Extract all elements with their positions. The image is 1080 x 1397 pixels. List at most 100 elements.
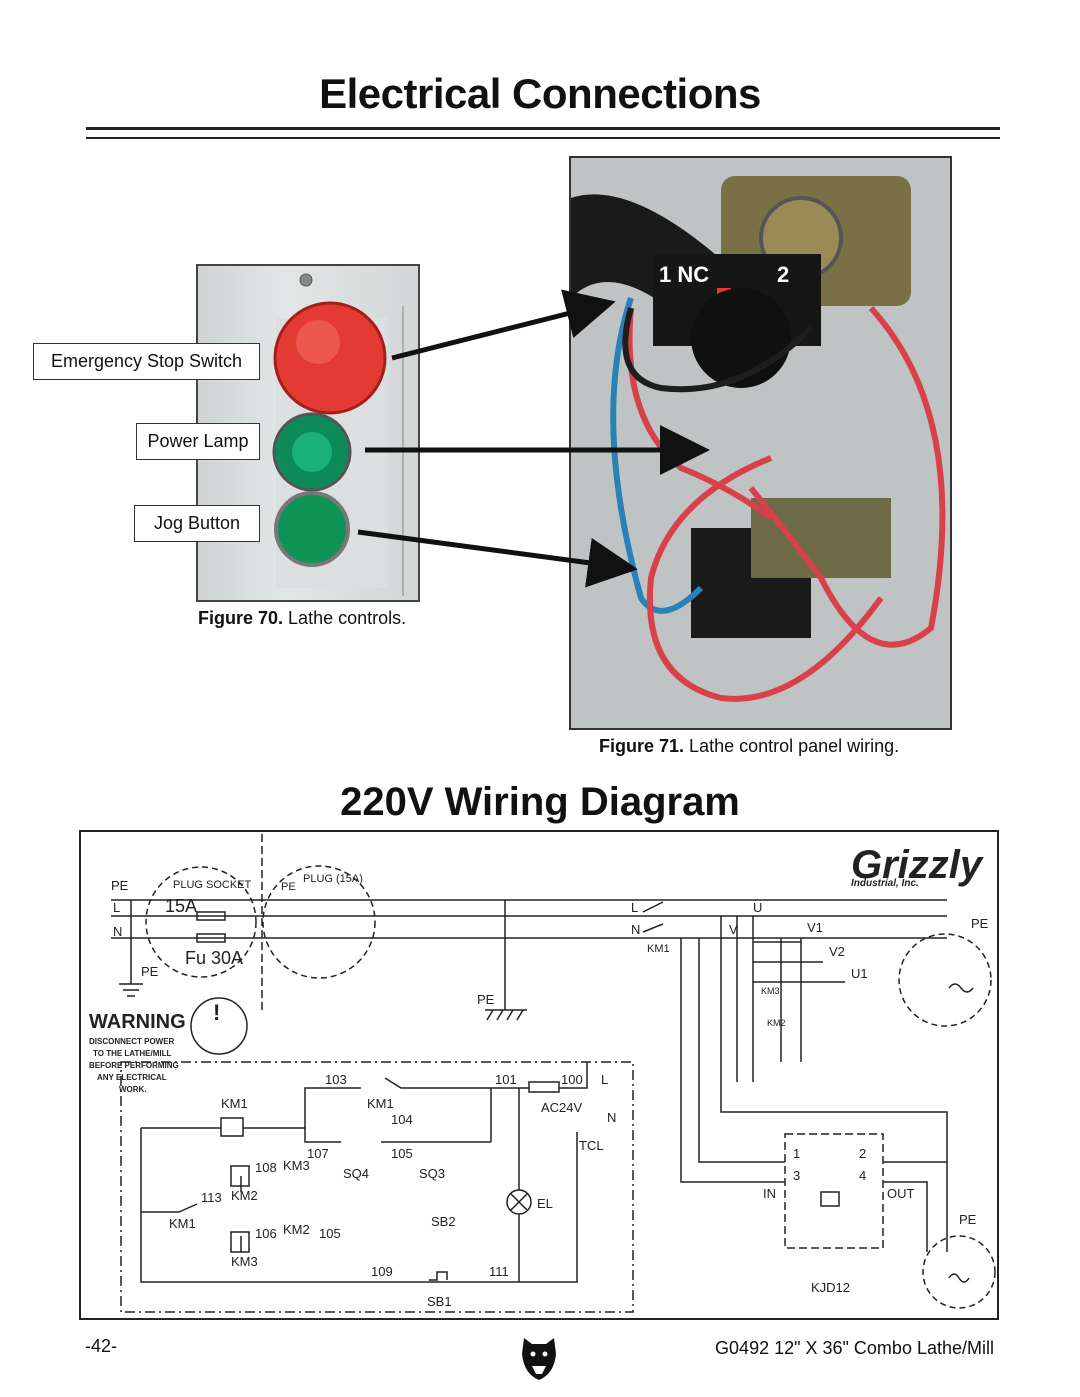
label-km2-nc: KM2 [231, 1188, 258, 1203]
warning-title: WARNING [89, 1011, 186, 1033]
label-v2: V2 [829, 944, 845, 959]
label-plug-15a: PLUG (15A) [303, 873, 363, 885]
label-pe-pump: PE [959, 1212, 977, 1227]
label-in: IN [763, 1186, 776, 1201]
label-n-tcl: N [607, 1110, 616, 1125]
label-km2-motor: KM2 [767, 1018, 786, 1028]
label-100: 100 [561, 1072, 583, 1087]
label-term-1: 1 [793, 1146, 800, 1161]
label-term-3: 3 [793, 1168, 800, 1183]
label-108: 108 [255, 1160, 277, 1175]
label-pe-ground: PE [141, 964, 159, 979]
screw-icon [299, 273, 313, 287]
label-111: 111 [489, 1264, 509, 1279]
label-u: U [753, 900, 762, 915]
pe-ground-mid [485, 900, 527, 1021]
fuse-control [528, 1081, 560, 1093]
figure71-caption: Figure 71. Lathe control panel wiring. [599, 736, 899, 757]
figure71-label: Figure 71. [599, 736, 685, 756]
label-v: V [729, 922, 738, 937]
label-tcl: TCL [579, 1138, 604, 1153]
label-104: 104 [391, 1112, 413, 1127]
callout-jog-button: Jog Button [134, 505, 260, 542]
title-rule-bottom [86, 137, 1000, 139]
warning-line-2: TO THE LATHE/MILL [93, 1049, 171, 1058]
kjd12-relay-coil [820, 1191, 840, 1207]
label-out: OUT [887, 1186, 915, 1201]
label-107: 107 [307, 1146, 329, 1161]
label-u1: U1 [851, 966, 868, 981]
svg-text:!: ! [213, 1000, 220, 1025]
label-km3-coil: KM3 [231, 1254, 258, 1269]
label-fuse-30a: Fu 30A [185, 948, 243, 968]
page-number: -42- [85, 1336, 118, 1356]
label-l-km1: L [631, 900, 638, 915]
label-term-2: 2 [859, 1146, 866, 1161]
page-title: Electrical Connections [319, 70, 761, 117]
label-109: 109 [371, 1264, 393, 1279]
label-km3-motor: KM3 [761, 986, 780, 996]
label-sq3: SQ3 [419, 1166, 445, 1181]
brand-logo: Grizzly [851, 843, 984, 887]
label-l-left: L [113, 900, 120, 915]
label-km1-aux: KM1 [367, 1096, 394, 1111]
brand-subtitle: Industrial, Inc. [851, 878, 919, 889]
label-n-km1: N [631, 922, 640, 937]
callout-emergency-stop: Emergency Stop Switch [33, 343, 260, 380]
label-sb2: SB2 [431, 1214, 456, 1229]
ground-symbol [119, 900, 143, 997]
coil-km2 [230, 1231, 250, 1253]
plug-socket-circle [145, 866, 257, 978]
figure71-photo: 1 NC 2 [569, 156, 952, 730]
model-footer: G0492 12" X 36" Combo Lathe/Mill [715, 1338, 994, 1358]
sb1-button [429, 1271, 448, 1281]
label-pe-motor: PE [971, 916, 989, 931]
motor-1-icon [898, 933, 992, 1027]
coil-km3 [230, 1165, 250, 1187]
title-rule-top [86, 127, 1000, 130]
label-km1-main: KM1 [647, 943, 670, 955]
fuse-l [196, 911, 226, 921]
wiring-diagram: Grizzly Industrial, Inc. PE PLUG SOCKET … [79, 830, 999, 1320]
label-n-left: N [113, 924, 122, 939]
label-sq4: SQ4 [343, 1166, 369, 1181]
label-km3-nc: KM3 [283, 1158, 310, 1173]
label-pe-mid: PE [477, 992, 495, 1007]
callout-arrows [357, 289, 710, 588]
figure71-text: Lathe control panel wiring. [689, 736, 900, 756]
label-plug-socket: PLUG SOCKET [173, 879, 252, 891]
fuse-n [196, 933, 226, 943]
label-105-top: 105 [391, 1146, 413, 1161]
label-103: 103 [325, 1072, 347, 1087]
warning-line-5: WORK. [119, 1085, 147, 1094]
figure70-text: Lathe controls. [288, 608, 407, 628]
label-term-4: 4 [859, 1168, 866, 1183]
label-15a: 15A [165, 896, 197, 916]
label-ac24v: AC24V [541, 1100, 583, 1115]
label-kjd12: KJD12 [811, 1280, 850, 1295]
plug-circle [262, 865, 376, 979]
label-km1-hold: KM1 [169, 1216, 196, 1231]
label-v1: V1 [807, 920, 823, 935]
jog-button-icon [274, 491, 350, 567]
label-km1-coil: KM1 [221, 1096, 248, 1111]
km1-contacts [642, 901, 664, 933]
label-113: 113 [201, 1190, 222, 1205]
label-l-tcl: L [601, 1072, 608, 1087]
coil-km1 [220, 1117, 244, 1137]
label-sb1: SB1 [427, 1294, 452, 1309]
terminal-2-label: 2 [777, 262, 789, 287]
figure70-label: Figure 70. [198, 608, 284, 628]
arrow-jog-button [357, 529, 638, 588]
label-106: 106 [255, 1226, 277, 1241]
warning-line-4: ANY ELECTRICAL [97, 1073, 167, 1082]
bear-logo-icon [518, 1334, 560, 1387]
section-title: 220V Wiring Diagram [340, 780, 740, 824]
label-km2-coil-label: KM2 [283, 1222, 310, 1237]
warning-line-1: DISCONNECT POWER [89, 1037, 175, 1046]
label-el: EL [537, 1196, 553, 1211]
warning-plug-icon [190, 997, 248, 1055]
label-pe-left: PE [111, 878, 129, 893]
pump-motor-icon [922, 1235, 996, 1309]
label-105-bottom: 105 [319, 1226, 341, 1241]
